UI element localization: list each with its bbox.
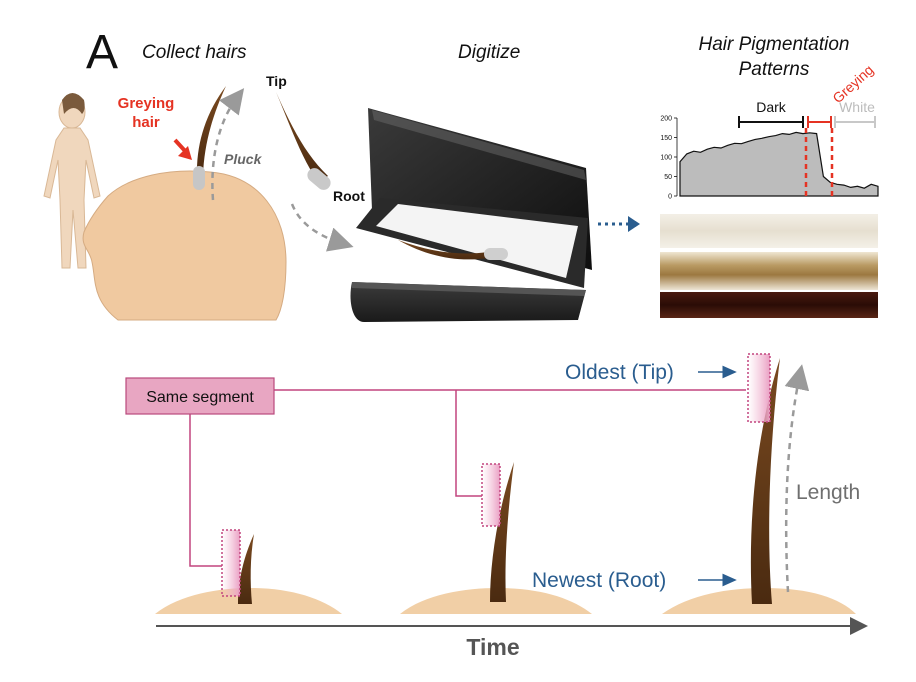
profile-y-tick-label: 200 <box>660 116 672 123</box>
hair-medium <box>490 462 514 602</box>
pigmentation-area <box>679 131 879 197</box>
pluck-label: Pluck <box>224 151 263 167</box>
greying-bracket <box>807 116 832 128</box>
panel-letter: A <box>86 26 118 79</box>
step-digitize-title: Digitize <box>458 42 520 63</box>
hair-strip-white <box>660 214 878 248</box>
root-label: Root <box>333 188 365 204</box>
step-patterns-title-1: Hair Pigmentation <box>698 34 849 55</box>
step-collect-title: Collect hairs <box>142 42 247 63</box>
segment-marker-3 <box>747 353 771 423</box>
white-label: White <box>839 99 875 115</box>
scanned-hair <box>398 240 488 260</box>
dark-bracket <box>738 116 804 128</box>
profile-y-tick-label: 0 <box>668 194 672 201</box>
hair-root-grey <box>193 166 205 190</box>
length-label: Length <box>796 481 860 504</box>
pigmentation-profile-chart: 0 50 100 150 200 <box>660 116 879 201</box>
plucked-hair <box>196 86 226 176</box>
hair-long <box>750 358 780 604</box>
profile-y-tick-label: 100 <box>660 155 672 162</box>
greying-arrowhead <box>178 146 192 160</box>
step-patterns-title-2: Patterns <box>739 59 810 80</box>
hair-strip-greying <box>660 252 878 290</box>
dark-label: Dark <box>756 99 787 115</box>
same-segment-label: Same segment <box>146 389 254 406</box>
collected-hair-root <box>307 168 331 190</box>
length-arrow <box>784 364 810 593</box>
white-bracket <box>834 116 876 128</box>
profile-y-tick-label: 50 <box>664 174 672 181</box>
head-profile <box>82 170 287 321</box>
segment-marker-1 <box>221 529 241 597</box>
profile-y-tick-label: 150 <box>660 135 672 142</box>
oldest-tip-label: Oldest (Tip) <box>565 361 674 384</box>
same-segment-box <box>125 377 275 415</box>
pluck-arrow <box>211 88 245 201</box>
same-segment-connectors <box>189 389 746 567</box>
greying-hair-label-2: hair <box>132 114 160 131</box>
hair-strip-dark <box>660 292 878 318</box>
segment-marker-2 <box>481 463 501 527</box>
tip-label: Tip <box>266 73 287 89</box>
scanned-hair-root <box>484 248 508 260</box>
newest-root-label: Newest (Root) <box>532 569 666 592</box>
time-label: Time <box>466 634 519 660</box>
person-figure <box>43 93 101 269</box>
hair-short <box>238 534 254 604</box>
scanner <box>350 108 592 322</box>
collected-hair <box>276 92 328 182</box>
greying-hair-label-1: Greying <box>118 95 175 112</box>
to-scanner-arrow <box>290 203 354 252</box>
